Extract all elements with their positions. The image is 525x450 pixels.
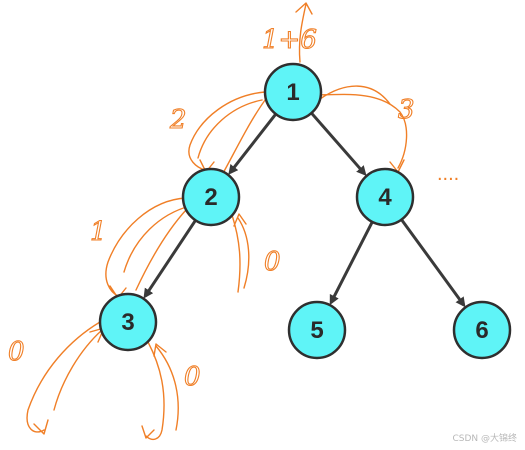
tree-node-label-5: 5 <box>310 317 323 344</box>
tree-node-circle-1 <box>263 62 323 122</box>
annotation-node2-left-return <box>135 209 187 291</box>
annotation-node2-right-count: 0 <box>264 247 281 277</box>
tree-node-2: 2 <box>181 167 241 227</box>
annotation-right-curve <box>317 93 408 173</box>
annotation-right-curve-b <box>319 85 391 105</box>
annotation-node2-left-curve-b <box>123 205 191 273</box>
annotation-right-subtree-count: 3 <box>398 95 415 125</box>
annotation-left-curve <box>188 91 266 173</box>
edge-4-to-6 <box>400 218 466 308</box>
watermark: CSDN @大锦终 <box>452 434 517 444</box>
annotation-node3-right-count: 0 <box>184 362 201 392</box>
tree-node-label-4: 4 <box>378 184 392 211</box>
annotation-node3-right-return <box>153 343 179 431</box>
tree-node-circle-3 <box>98 292 158 352</box>
edge-4-to-5 <box>329 221 374 306</box>
annotation-left-curve-return <box>221 95 269 176</box>
annotation-node2-left-count: 1 <box>90 217 107 247</box>
nodes-layer: 1 2 3 4 5 6 <box>98 62 512 360</box>
annotation-node3-left-curve <box>26 321 101 435</box>
annotation-node3-right-curve <box>141 341 165 441</box>
tree-node-4: 4 <box>355 167 415 227</box>
annotation-node2-right-return <box>233 213 250 289</box>
tree-node-label-6: 6 <box>475 317 488 344</box>
tree-node-5: 5 <box>287 300 347 360</box>
tree-node-1: 1 <box>263 62 323 122</box>
annotation-node2-right-curve <box>231 214 241 293</box>
annotation-root-total: 1+6 <box>262 25 317 55</box>
tree-node-label-1: 1 <box>286 79 299 106</box>
tree-node-label-2: 2 <box>204 184 217 211</box>
tree-node-circle-4 <box>355 167 415 227</box>
annotation-ellipsis: .... <box>437 163 459 185</box>
edge-2-to-3 <box>143 219 197 299</box>
tree-node-circle-5 <box>287 300 347 360</box>
annotation-root-up-arrow <box>295 2 313 63</box>
tree-node-6: 6 <box>452 300 512 360</box>
tree-node-label-3: 3 <box>121 309 134 336</box>
annotation-left-subtree-count: 2 <box>169 105 187 135</box>
annotation-left-curve-b <box>197 99 263 159</box>
tree-node-circle-6 <box>452 300 512 360</box>
annotation-node3-left-count: 0 <box>8 337 25 367</box>
edge-1-to-2 <box>228 113 277 175</box>
edges-layer <box>143 112 466 308</box>
tree-node-3: 3 <box>98 292 158 352</box>
annotation-texts: 1+6 2 3 0 1 0 0 .... <box>7 24 459 392</box>
edge-1-to-4 <box>310 112 367 176</box>
annotation-node3-left-return <box>53 327 105 411</box>
tree-node-circle-2 <box>181 167 241 227</box>
annotation-node2-left-curve <box>105 197 187 299</box>
